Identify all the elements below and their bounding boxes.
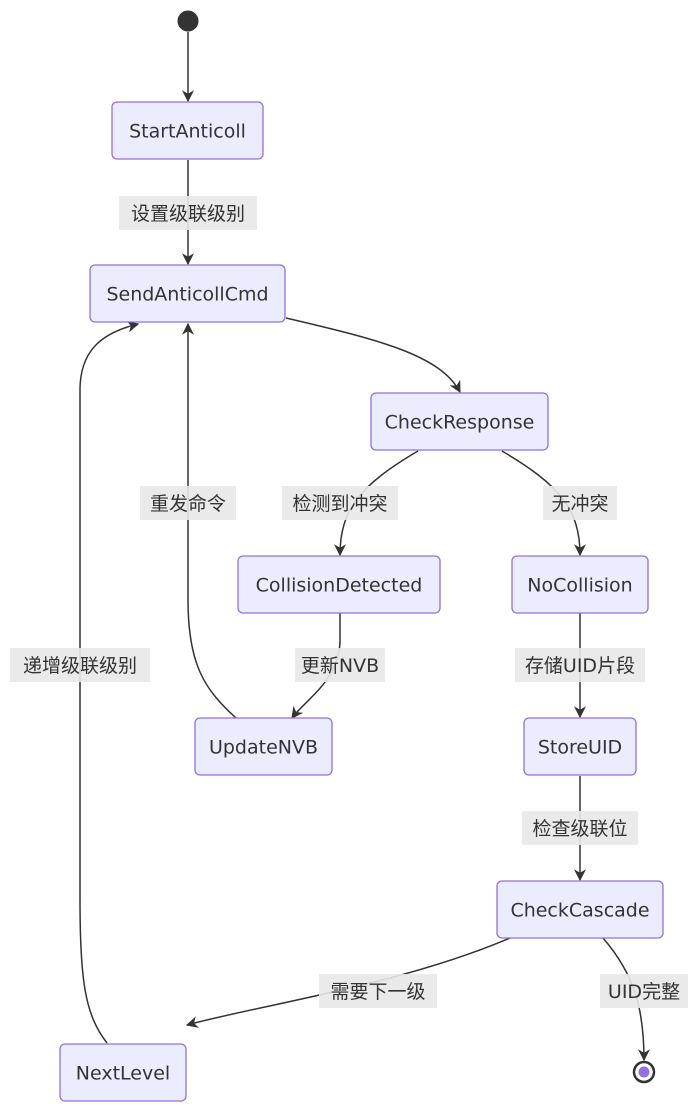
edge-label-set-cascade-level: 设置级联级别: [119, 196, 257, 230]
node-label: StoreUID: [538, 737, 622, 759]
edge-label-increment-cascade-level: 递增级联级别: [10, 648, 150, 682]
edge-label-text: 重发命令: [150, 493, 226, 515]
edge-label-update-nvb: 更新NVB: [295, 648, 385, 682]
node-collisiondetected[interactable]: CollisionDetected: [237, 555, 441, 614]
node-startanticoll[interactable]: StartAnticoll: [111, 101, 264, 160]
node-label: NoCollision: [527, 575, 632, 597]
edge-label-resend-command: 重发命令: [140, 486, 236, 520]
node-label: SendAnticollCmd: [106, 284, 268, 306]
edge-label-text: 检查级联位: [532, 818, 627, 840]
end-state-marker: [632, 1060, 656, 1084]
node-checkresponse[interactable]: CheckResponse: [370, 392, 549, 451]
node-label: CollisionDetected: [256, 575, 423, 597]
node-label: NextLevel: [76, 1063, 170, 1085]
node-label: StartAnticoll: [129, 121, 246, 143]
edge-collisiondetected-to-updatenvb: [291, 613, 341, 719]
edge-label-no-collision: 无冲突: [543, 486, 617, 520]
edge-label-text: 更新NVB: [301, 655, 379, 677]
node-updatenvb[interactable]: UpdateNVB: [194, 717, 333, 776]
edge-label-check-cascade-bit: 检查级联位: [522, 811, 638, 845]
edge-label-need-next-level: 需要下一级: [319, 974, 437, 1008]
node-storeuid[interactable]: StoreUID: [523, 717, 637, 776]
node-label: CheckCascade: [510, 900, 649, 922]
edge-label-text: 无冲突: [551, 493, 608, 515]
edge-label-text: 需要下一级: [330, 981, 425, 1003]
edge-sendanticollcmd-to-checkresponse: [285, 317, 461, 394]
edge-label-collision-detected: 检测到冲突: [282, 486, 398, 520]
edge-updatenvb-to-sendanticollcmd: [182, 322, 237, 719]
edge-label-text: 存储UID片段: [525, 655, 635, 677]
edge-nextlevel-to-sendanticollcmd: [79, 320, 140, 1044]
node-label: UpdateNVB: [209, 737, 318, 759]
edge-label-text: UID完整: [608, 981, 680, 1003]
node-sendanticollcmd[interactable]: SendAnticollCmd: [89, 264, 286, 323]
edge-label-text: 检测到冲突: [292, 493, 387, 515]
edge-label-store-uid-fragment: 存储UID片段: [515, 648, 645, 682]
node-nocollision[interactable]: NoCollision: [511, 555, 649, 614]
edge-label-text: 设置级联级别: [131, 203, 245, 225]
start-state-dot: [177, 10, 199, 32]
node-checkcascade[interactable]: CheckCascade: [496, 880, 664, 939]
nodes: StartAnticoll SendAnticollCmd CheckRespo…: [59, 101, 664, 1102]
edge-label-text: 递增级联级别: [23, 655, 137, 677]
edge-label-uid-complete: UID完整: [600, 974, 688, 1008]
node-nextlevel[interactable]: NextLevel: [59, 1043, 187, 1102]
edge-labels: 设置级联级别 检测到冲突 无冲突 重发命令 更新NVB 存储UID片段 递增级联…: [10, 196, 688, 1008]
node-label: CheckResponse: [385, 412, 535, 434]
